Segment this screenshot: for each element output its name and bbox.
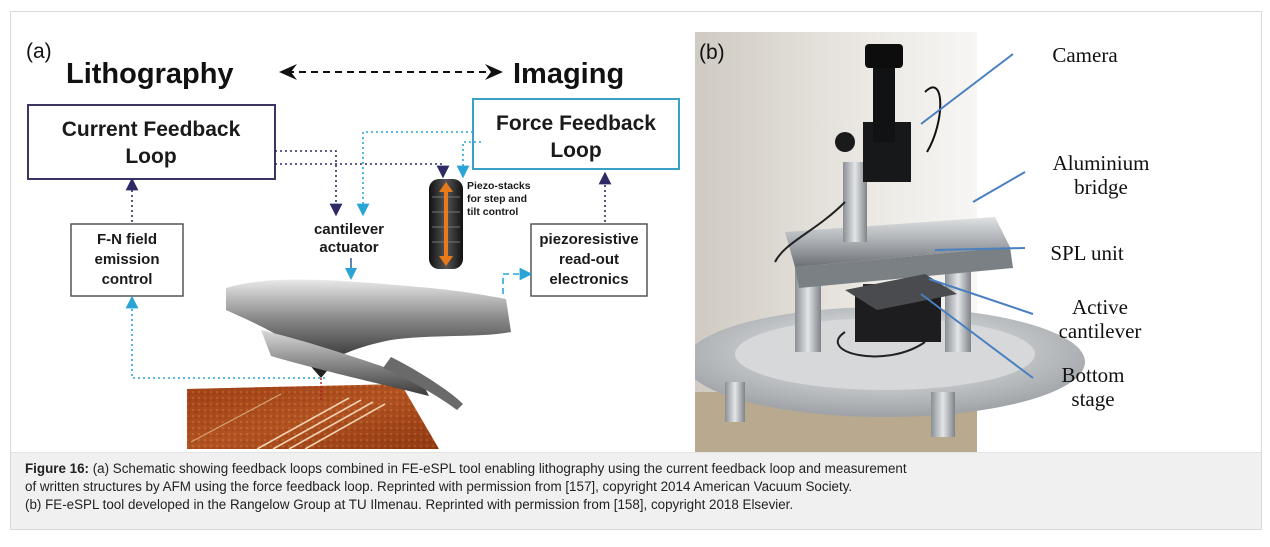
piezo-stack-graphic xyxy=(429,179,463,269)
force-feedback-loop-line2: Loop xyxy=(550,139,601,162)
photo-pointer-lines xyxy=(920,53,1034,379)
piezoresistive-box xyxy=(530,223,648,297)
piezoresistive-line3: electronics xyxy=(549,271,628,288)
piezo-stacks-line2: for step and xyxy=(467,193,527,205)
piezoresistive-line1: piezoresistive xyxy=(539,231,638,248)
imaging-heading: Imaging xyxy=(513,58,624,90)
panel-a-schematic: (a) Lithography Imaging Current Feedback… xyxy=(26,40,680,450)
dark-signal-arrows xyxy=(125,150,612,222)
piezo-stacks-line1: Piezo-stacks xyxy=(467,180,531,192)
force-feedback-loop-box xyxy=(472,98,680,170)
sample-surface-image xyxy=(187,384,439,450)
figure-number: Figure 16: xyxy=(25,461,89,476)
spl-unit-label: SPL unit xyxy=(1050,241,1123,265)
cantilever-actuator-line2: actuator xyxy=(319,239,378,256)
photo-instrument xyxy=(695,44,1085,437)
fn-control-line3: control xyxy=(102,271,153,288)
piezo-stacks-line3: tilt control xyxy=(467,206,518,218)
caption-line-3: (b) FE-eSPL tool developed in the Rangel… xyxy=(25,497,794,512)
camera-label: Camera xyxy=(1052,43,1118,67)
force-feedback-loop-line1: Force Feedback xyxy=(496,112,656,135)
panel-b-label: (b) xyxy=(699,41,725,64)
caption-line-2: of written structures by AFM using the f… xyxy=(25,479,853,494)
figure-caption: Figure 16: (a) Schematic showing feedbac… xyxy=(11,452,1261,529)
cyan-signal-arrows xyxy=(125,131,533,379)
piezoresistive-line2: read-out xyxy=(559,251,619,268)
panel-a-label: (a) xyxy=(26,40,52,63)
current-feedback-loop-line2: Loop xyxy=(125,145,176,168)
bridge-label-line1: Aluminium xyxy=(1053,151,1150,175)
bottom-stage-line1: Bottom xyxy=(1061,363,1124,387)
fn-control-line2: emission xyxy=(94,251,159,268)
fn-control-box xyxy=(70,223,184,297)
active-cantilever-line2: cantilever xyxy=(1059,319,1142,343)
cantilever-graphic xyxy=(226,279,511,410)
bridge-label-line2: bridge xyxy=(1074,175,1128,199)
active-cantilever-line1: Active xyxy=(1072,295,1128,319)
cantilever-actuator-line1: cantilever xyxy=(314,221,384,238)
caption-text-1: (a) Schematic showing feedback loops com… xyxy=(89,461,907,476)
caption-line-1: Figure 16: (a) Schematic showing feedbac… xyxy=(25,460,1247,478)
panel-b-photo: (b) Camera Aluminium bridge SPL unit Act… xyxy=(695,32,1150,452)
fn-control-line1: F-N field xyxy=(97,231,157,248)
figure-frame: (a) Lithography Imaging Current Feedback… xyxy=(10,11,1262,530)
current-feedback-loop-box xyxy=(27,104,276,180)
current-feedback-loop-line1: Current Feedback xyxy=(62,118,241,141)
lithography-heading: Lithography xyxy=(66,58,234,90)
bottom-stage-line2: stage xyxy=(1071,387,1114,411)
